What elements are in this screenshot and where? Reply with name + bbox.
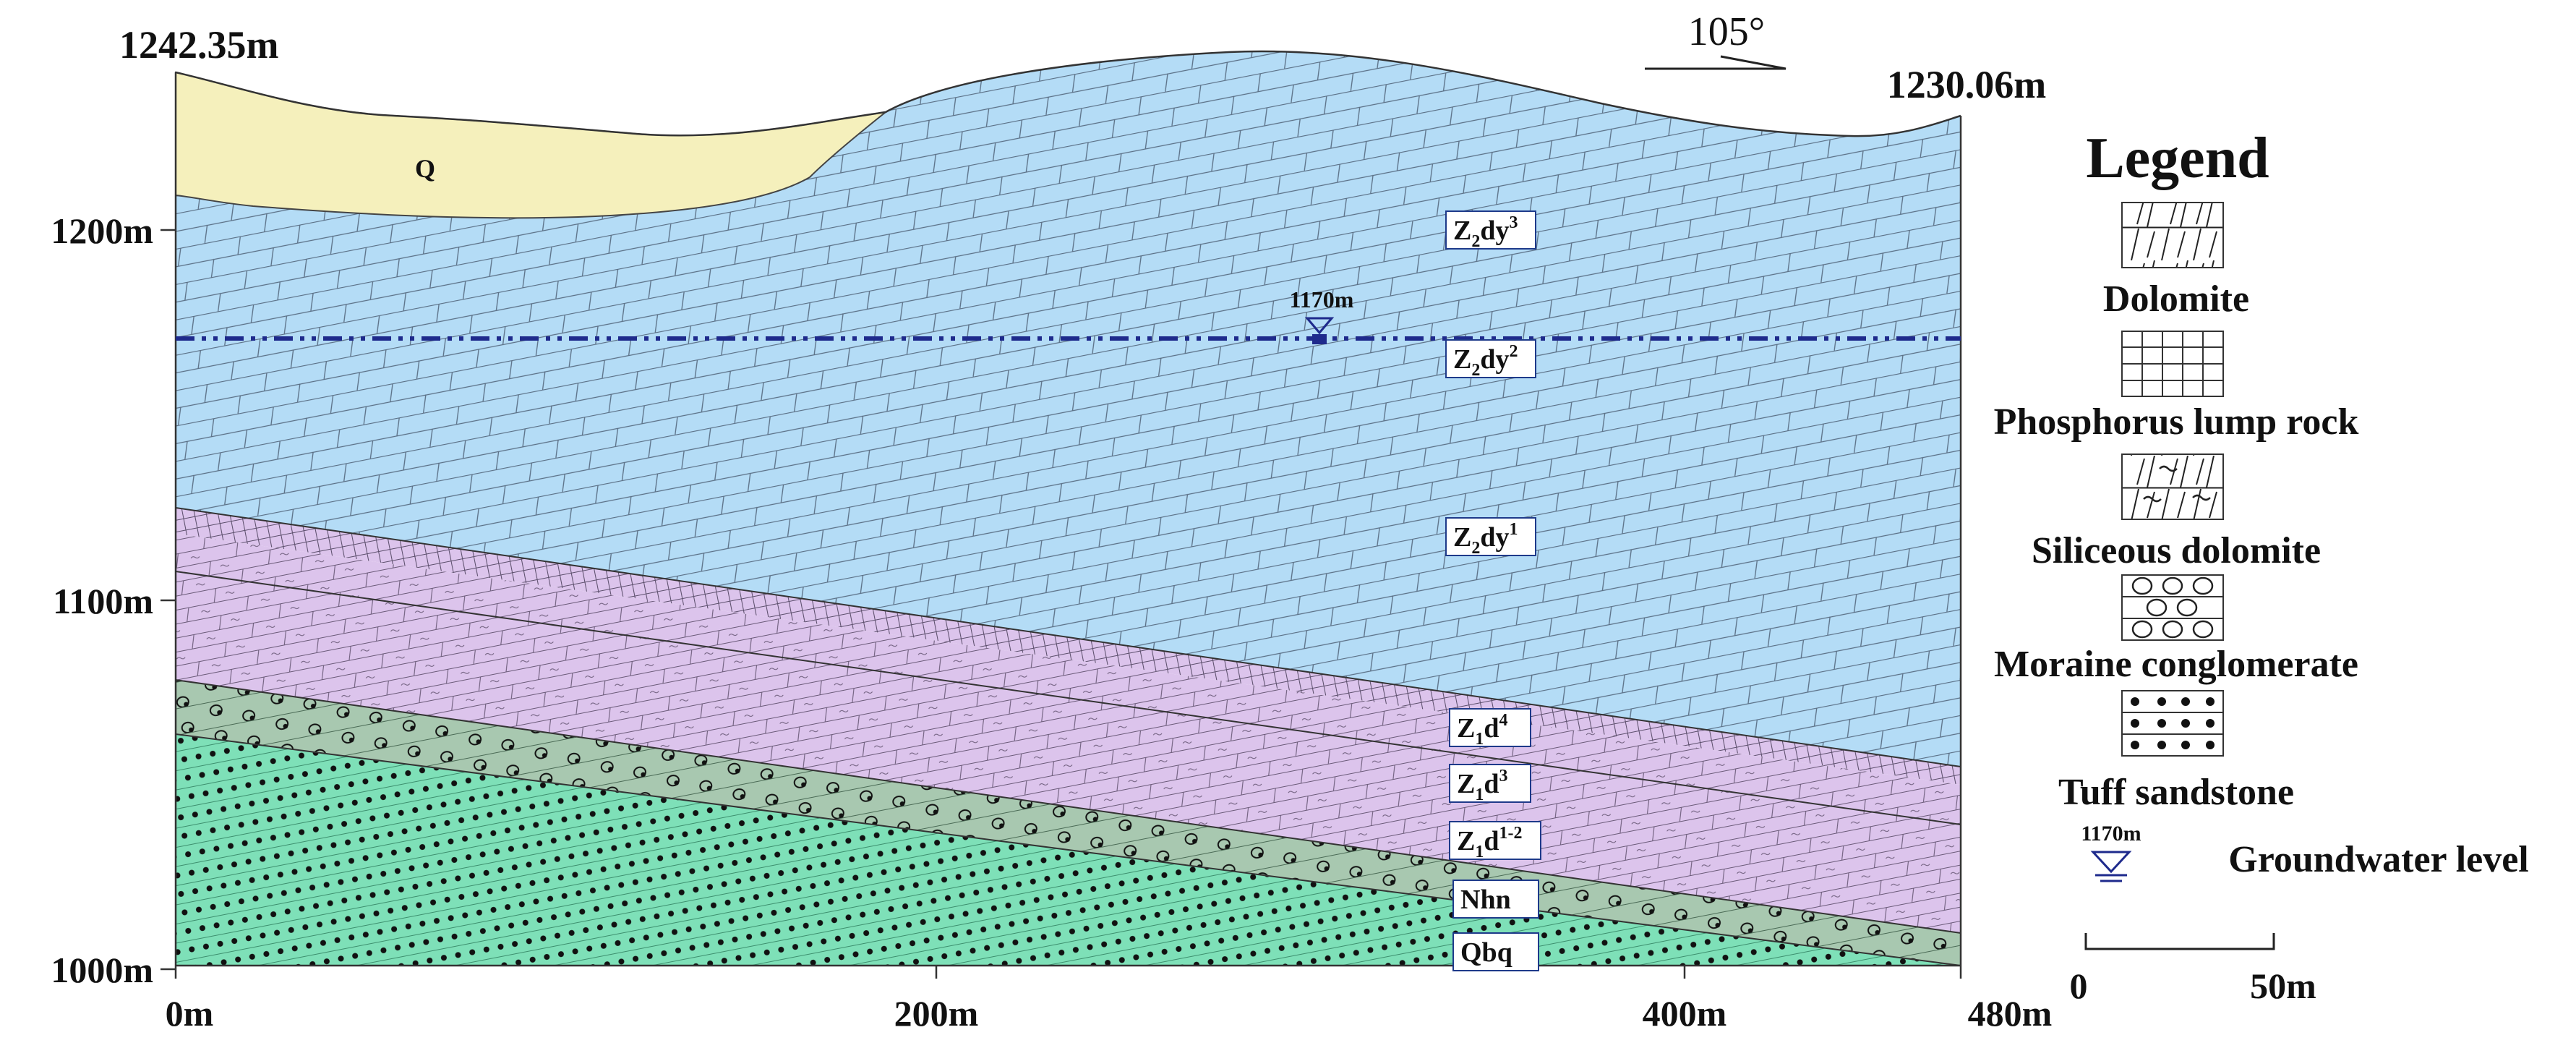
- groundwater-triangle-icon: [1304, 317, 1335, 335]
- dot: [2206, 741, 2215, 749]
- groundwater-triangle-icon: [2090, 851, 2132, 874]
- legend-swatch-dolomite: [2121, 202, 2224, 268]
- formation-label-z1d12: Z1d1-2: [1449, 821, 1541, 861]
- formation-boundary: [175, 733, 1961, 966]
- formation-code: Z1d3: [1457, 767, 1508, 804]
- scale-bar-end: 50m: [2250, 966, 2316, 1006]
- dot: [2206, 719, 2215, 728]
- pebble-icon: [2192, 620, 2214, 639]
- x-tick-label: 480m: [1968, 993, 2053, 1034]
- formation-label-z2dy2: Z2dy2: [1445, 339, 1536, 380]
- formation-label-q: Q: [415, 154, 435, 183]
- dot: [2181, 697, 2190, 706]
- dot: [2157, 741, 2166, 749]
- pebble-icon: [2176, 598, 2198, 617]
- pebble-icon: [2131, 576, 2153, 595]
- y-tick-label: 1200m: [51, 210, 153, 251]
- formation-boundary: [175, 507, 1961, 767]
- label-box: [1449, 708, 1531, 747]
- pebble-icon: [2192, 576, 2214, 595]
- formation-code: Nhn: [1460, 885, 1511, 915]
- label-box: [1452, 932, 1539, 971]
- dot: [2181, 719, 2190, 728]
- formation-code: Qbq: [1460, 937, 1512, 968]
- formation-label-nhn: Nhn: [1452, 880, 1539, 919]
- formation-code: Z1d4: [1457, 711, 1508, 749]
- ground-surface-line: [175, 50, 1961, 137]
- groundwater-label: 1170m: [1290, 286, 1354, 312]
- tilde-mark: [2143, 495, 2162, 503]
- legend-label-tuff: Tuff sandstone: [2058, 772, 2294, 813]
- tilde-mark: [2159, 465, 2178, 472]
- label-box: [1445, 517, 1536, 556]
- dot: [2131, 741, 2139, 749]
- legend-groundwater-value: 1170m: [2081, 822, 2141, 846]
- groundwater-marker: [1312, 334, 1327, 344]
- formation-label-qbq: Qbq: [1452, 932, 1539, 971]
- formation-code: Z2dy3: [1453, 213, 1518, 251]
- legend-swatch-siliceous-dolomite: [2121, 454, 2224, 520]
- dot: [2131, 719, 2139, 728]
- formation-label-z1d4: Z1d4: [1449, 708, 1531, 749]
- formation-code: Z2dy1: [1453, 520, 1518, 558]
- formation-label-z2dy1: Z2dy1: [1445, 517, 1536, 558]
- x-tick-label: 0m: [166, 993, 214, 1034]
- legend-label-phosphorus: Phosphorus lump rock: [1994, 401, 2359, 443]
- dot: [2131, 697, 2139, 706]
- pebble-icon: [2131, 620, 2153, 639]
- dot: [2157, 697, 2166, 706]
- label-box: [1449, 821, 1541, 860]
- tilde-mark: [2192, 494, 2211, 501]
- formation-label-z1d3: Z1d3: [1449, 764, 1531, 804]
- y-tick-label: 1100m: [53, 581, 153, 621]
- label-box: [1452, 880, 1539, 919]
- x-tick-label: 400m: [1643, 993, 1727, 1034]
- formation-code: Z2dy2: [1453, 342, 1518, 380]
- siliceous-dolomite-layer: [176, 534, 1961, 825]
- scale-bar-start: 0: [2070, 966, 2088, 1006]
- legend-swatch-moraine: [2121, 574, 2224, 641]
- label-box: [1445, 339, 1536, 378]
- scale-bar: [2084, 933, 2275, 950]
- formation-label-z2dy3: Z2dy3: [1445, 210, 1536, 251]
- formation-boundary: [175, 679, 1961, 934]
- pebble-icon: [2162, 576, 2183, 595]
- legend-label-groundwater: Groundwater level: [2228, 839, 2529, 880]
- dot: [2206, 697, 2215, 706]
- label-box: [1445, 210, 1536, 250]
- formation-boundary: [175, 571, 1961, 825]
- formation-code: Z1d1-2: [1457, 824, 1523, 861]
- pebble-icon: [2162, 620, 2183, 639]
- dot: [2181, 741, 2190, 749]
- dot: [2157, 719, 2166, 728]
- legend-label-dolomite: Dolomite: [2103, 278, 2249, 320]
- legend-label-siliceous-dolomite: Siliceous dolomite: [2032, 530, 2321, 571]
- legend-label-moraine: Moraine conglomerate: [1994, 644, 2358, 685]
- right-elevation-label: 1230.06m: [1887, 63, 2047, 106]
- legend-title: Legend: [2086, 127, 2269, 190]
- label-box: [1449, 764, 1531, 803]
- azimuth-arrow-icon: [1645, 55, 1786, 70]
- azimuth-label: 105°: [1688, 9, 1765, 54]
- left-elevation-label: 1242.35m: [119, 23, 279, 67]
- y-tick-label: 1000m: [51, 950, 153, 990]
- pebble-icon: [2146, 598, 2168, 617]
- x-tick-label: 200m: [894, 993, 979, 1034]
